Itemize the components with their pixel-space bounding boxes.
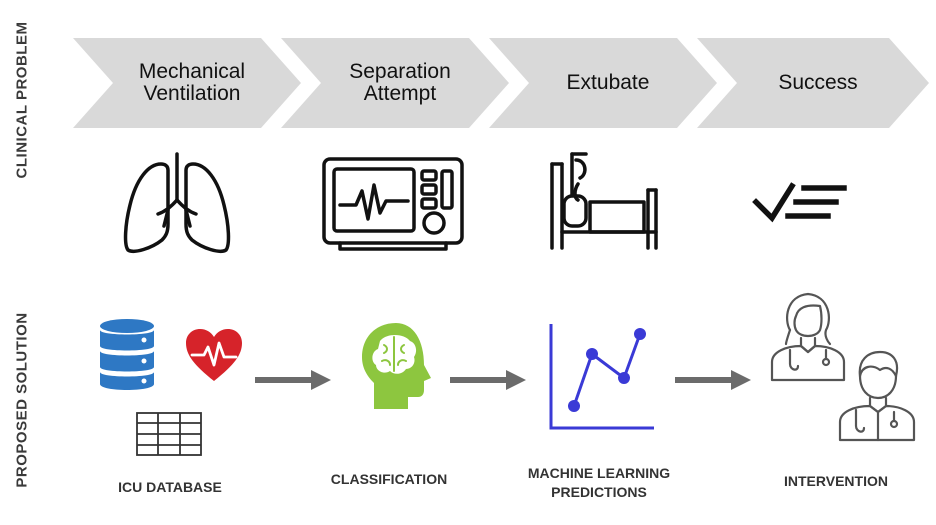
step-separation-attempt: Separation Attempt — [281, 38, 509, 128]
female-doctor-icon — [768, 290, 848, 387]
flow-arrow — [450, 369, 526, 396]
step-label: Separation Attempt — [349, 59, 451, 105]
step-success: Success — [697, 38, 929, 128]
chevron-shape — [489, 38, 717, 128]
caption-icu-database: ICU DATABASE — [118, 479, 222, 495]
step-extubate: Extubate — [489, 38, 717, 128]
ventilator-monitor-icon — [322, 157, 464, 257]
caption-classification: CLASSIFICATION — [330, 471, 448, 487]
chevron-shape — [281, 38, 509, 128]
step-mechanical-ventilation: Mechanical Ventilation — [73, 38, 301, 128]
brain-head-icon — [358, 321, 434, 416]
hospital-bed-icon — [544, 150, 664, 255]
table-grid-icon — [136, 412, 202, 461]
male-doctor-icon — [838, 350, 916, 447]
proposed-solution-label: PROPOSED SOLUTION — [13, 312, 31, 488]
caption-ml-predictions: MACHINE LEARNING PREDICTIONS — [527, 465, 671, 500]
flow-arrow — [255, 369, 331, 396]
caption-intervention: INTERVENTION — [784, 473, 888, 489]
database-icon — [98, 318, 156, 397]
line-chart-icon — [546, 322, 658, 439]
step-label: Extubate — [566, 70, 650, 94]
chevron-shape — [73, 38, 301, 128]
heart-rate-icon — [184, 327, 244, 388]
step-label: Mechanical Ventilation — [138, 59, 246, 105]
chevron-shape — [697, 38, 929, 128]
checkmark-icon — [752, 180, 848, 231]
clinical-problem-label: CLINICAL PROBLEM — [13, 21, 31, 179]
flow-arrow — [675, 369, 751, 396]
lungs-icon — [118, 150, 236, 260]
step-label: Success — [778, 70, 858, 94]
